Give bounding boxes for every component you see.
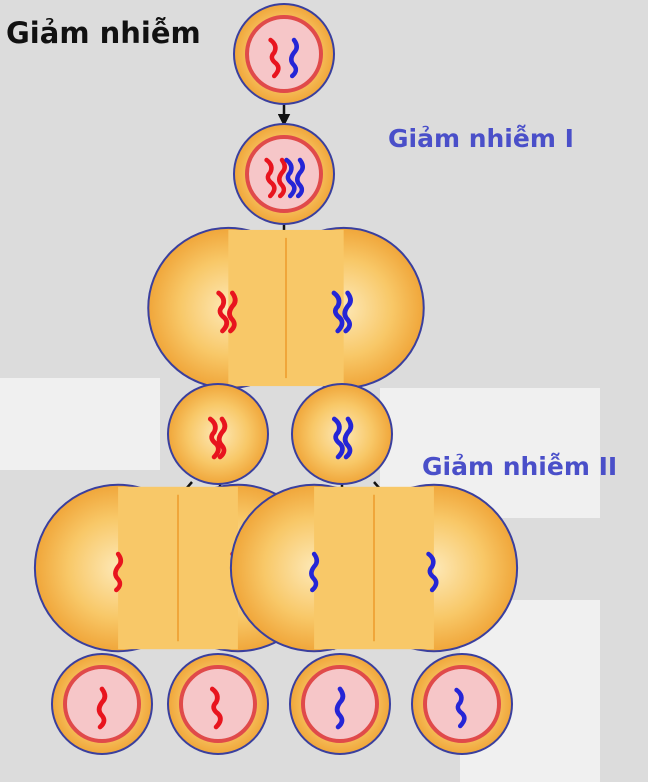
cell-daughter-right <box>291 383 393 485</box>
cell-daughter-left <box>167 383 269 485</box>
chromosome <box>277 157 287 199</box>
chromosome <box>295 157 305 199</box>
cell-gamete-1 <box>51 653 153 755</box>
chromosome <box>289 37 299 79</box>
cell-gamete-3 <box>289 653 391 755</box>
chromosome <box>331 416 345 460</box>
cell-telophase-1 <box>147 226 425 390</box>
chromosome <box>331 290 345 334</box>
chromosome <box>334 686 346 730</box>
cell-gamete-2 <box>167 653 269 755</box>
chromosome <box>342 416 354 460</box>
chromosome <box>268 37 281 79</box>
cell-prophase-1 <box>233 123 335 225</box>
chromosome <box>342 290 353 334</box>
stage-label-meiosis-1: Giảm nhiễm I <box>388 124 574 153</box>
chromosome <box>209 686 223 730</box>
chromosome <box>284 157 297 199</box>
cell-gamete-4 <box>411 653 513 755</box>
cell-telophase-2-right <box>229 483 519 653</box>
chromosome <box>227 290 238 334</box>
chromosome <box>309 551 320 593</box>
nucleus <box>423 665 501 743</box>
cell-parent <box>233 3 335 105</box>
cell-membrane <box>291 383 393 485</box>
chromosome <box>207 416 221 460</box>
background-panel-left <box>0 378 160 470</box>
cells-layer <box>33 3 519 755</box>
chromosome <box>96 686 108 730</box>
stage-label-meiosis-2: Giảm nhiễm II <box>422 452 618 481</box>
chromosome <box>216 416 228 460</box>
nucleus <box>179 665 257 743</box>
chromosome <box>454 687 467 729</box>
nucleus <box>245 15 323 93</box>
chromosome <box>113 551 124 593</box>
chromosome <box>216 290 230 334</box>
cell-membrane <box>167 383 269 485</box>
diagram-title: Giảm nhiễm <box>6 16 201 50</box>
chromosome <box>426 551 439 593</box>
chromosome <box>264 157 277 199</box>
nucleus <box>245 135 323 213</box>
